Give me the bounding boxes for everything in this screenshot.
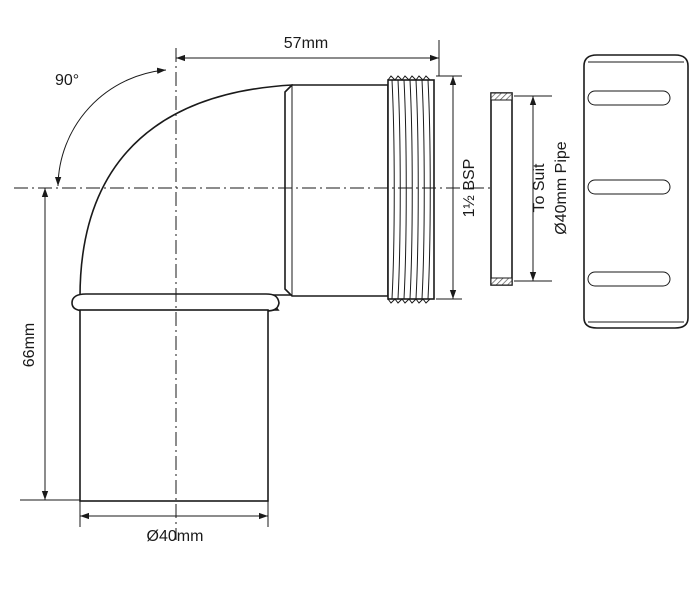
thread-label: 1½ BSP	[461, 159, 478, 218]
pipe-label-line1: To Suit	[531, 163, 548, 212]
diameter-label: Ø40mm	[147, 528, 204, 545]
thread-crests	[387, 75, 434, 304]
nut-grip-slot-middle	[587, 179, 671, 195]
length-label: 57mm	[284, 35, 328, 52]
angle-label: 90°	[55, 72, 79, 89]
outlet-spigot	[284, 84, 389, 297]
washer-hatch-bottom	[490, 277, 513, 286]
elbow-body	[71, 75, 435, 502]
elbow-bend	[79, 84, 293, 311]
thread-lines	[391, 79, 431, 300]
washer-hatch-top	[490, 92, 513, 101]
lower-socket	[79, 309, 269, 502]
sealing-washer	[490, 92, 513, 286]
angle-arc	[54, 67, 167, 187]
height-label: 66mm	[21, 323, 38, 367]
pipe-label-line2: Ø40mm Pipe	[553, 141, 570, 234]
compression-nut	[583, 54, 689, 329]
nut-grip-slot-top	[587, 90, 671, 106]
nut-grip-slot-bottom	[587, 271, 671, 287]
